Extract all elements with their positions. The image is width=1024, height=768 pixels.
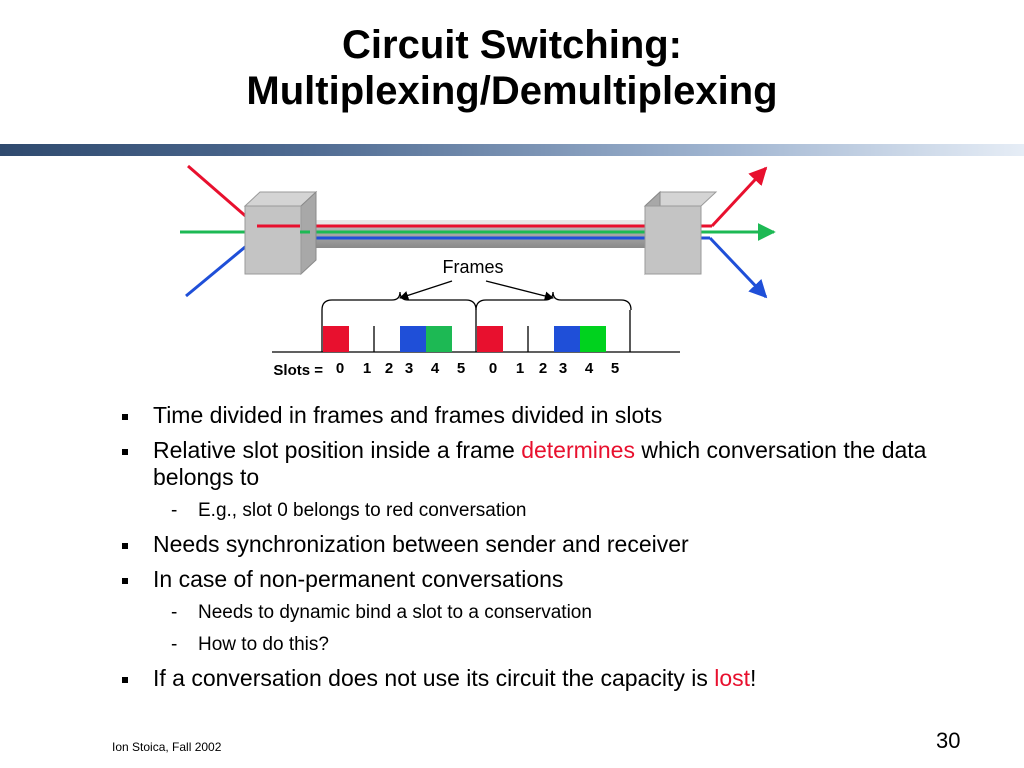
multiplexing-diagram: Frames Slots = 0 1 2 3 4 5 0 1 2 3 4 5	[180, 164, 776, 379]
highlight-text: lost	[714, 665, 751, 691]
bullet-item: In case of non-permanent conversations	[118, 566, 978, 593]
frames-label: Frames	[442, 257, 503, 277]
bullet-item: Needs synchronization between sender and…	[118, 531, 978, 558]
frame-brace	[475, 291, 632, 311]
sub-bullet-item: - E.g., slot 0 belongs to red conversati…	[118, 499, 978, 523]
slot-number: 4	[431, 360, 440, 377]
title-divider-bar	[0, 144, 1024, 156]
title-line-2: Multiplexing/Demultiplexing	[246, 69, 778, 113]
bullet-item: If a conversation does not use its circu…	[118, 665, 978, 692]
slot-block-green	[580, 326, 606, 352]
slot-number: 1	[363, 360, 371, 377]
slot-numbers: 0 1 2 3 4 5 0 1 2 3 4 5	[336, 360, 619, 377]
slide-page-number: 30	[936, 728, 961, 753]
bullet-marker	[122, 677, 128, 683]
blue-conversation-line	[708, 236, 768, 299]
slot-number: 1	[516, 360, 524, 377]
slot-number: 5	[457, 360, 465, 377]
bullet-marker	[122, 543, 128, 549]
slot-block-blue	[400, 326, 426, 352]
slot-number: 0	[489, 360, 497, 377]
title-line-1: Circuit Switching:	[342, 23, 682, 67]
bullet-text: which conversation the data belongs to	[153, 437, 927, 490]
bullet-marker	[122, 449, 128, 455]
link-pipe	[310, 220, 666, 248]
sub-bullet-dash: -	[171, 500, 178, 521]
bullet-item: Time divided in frames and frames divide…	[118, 402, 978, 429]
bullet-text: Time divided in frames and frames divide…	[153, 402, 663, 428]
slot-number: 5	[611, 360, 619, 377]
frames-arrow	[399, 280, 453, 300]
red-conversation-line	[710, 166, 768, 228]
slot-number: 3	[405, 360, 413, 377]
slot-number: 4	[585, 360, 594, 377]
sub-bullet-dash: -	[171, 634, 178, 655]
bullet-text: !	[750, 665, 757, 691]
bullet-text: If a conversation does not use its circu…	[153, 665, 715, 691]
slots-label: Slots =	[273, 362, 323, 379]
blue-conversation-line	[185, 236, 257, 298]
bullet-list: Time divided in frames and frames divide…	[118, 402, 978, 700]
sub-bullet-text: Needs to dynamic bind a slot to a conser…	[198, 602, 592, 623]
highlight-text: determines	[521, 437, 635, 463]
demultiplexer-box	[643, 190, 718, 276]
bullet-text: Relative slot position inside a frame	[153, 437, 522, 463]
frames-arrow	[485, 280, 554, 301]
bullet-item: Relative slot position inside a frame de…	[118, 437, 978, 491]
sub-bullet-text: E.g., slot 0 belongs to red conversation	[198, 500, 527, 521]
slot-block-blue	[554, 326, 580, 352]
multiplexer-box	[243, 190, 318, 276]
sub-bullet-text: How to do this?	[198, 634, 329, 655]
frame-brace	[321, 291, 477, 311]
slot-block-red	[323, 326, 349, 352]
sub-bullet-item: - How to do this?	[118, 633, 978, 657]
bullet-text: Needs synchronization between sender and…	[153, 531, 689, 557]
bullet-marker	[122, 578, 128, 584]
slot-block-red	[477, 326, 503, 352]
sub-bullet-item: - Needs to dynamic bind a slot to a cons…	[118, 601, 978, 625]
sub-bullet-dash: -	[171, 602, 178, 623]
footer-author: Ion Stoica, Fall 2002	[112, 740, 222, 754]
slot-number: 3	[559, 360, 567, 377]
slot-number: 2	[539, 360, 547, 377]
slide-title: Circuit Switching: Multiplexing/Demultip…	[0, 22, 1024, 114]
slot-block-green	[426, 326, 452, 352]
slot-number: 0	[336, 360, 344, 377]
bullet-text: In case of non-permanent conversations	[153, 566, 564, 592]
slot-number: 2	[385, 360, 393, 377]
bullet-marker	[122, 414, 128, 420]
